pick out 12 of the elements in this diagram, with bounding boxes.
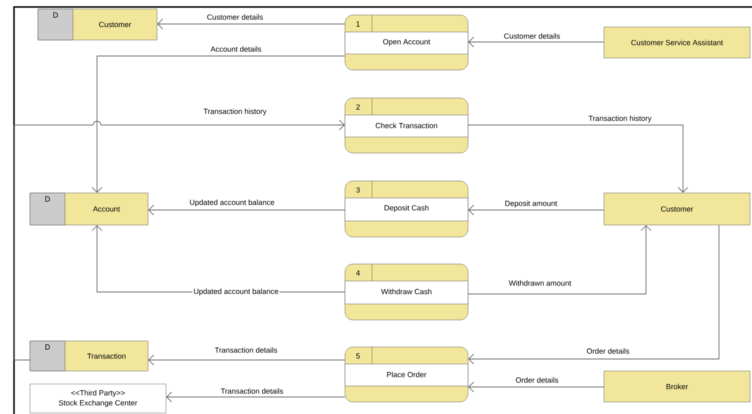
arrow [468,225,652,294]
arrow [468,124,688,193]
arrow [14,120,345,360]
arrow [92,56,346,193]
arrow [148,204,346,216]
arrow [148,354,346,366]
arrow [166,392,346,402]
arrow [468,224,720,364]
arrow [468,36,604,48]
arrow [468,204,604,216]
arrow [157,18,346,30]
arrow [468,382,604,392]
